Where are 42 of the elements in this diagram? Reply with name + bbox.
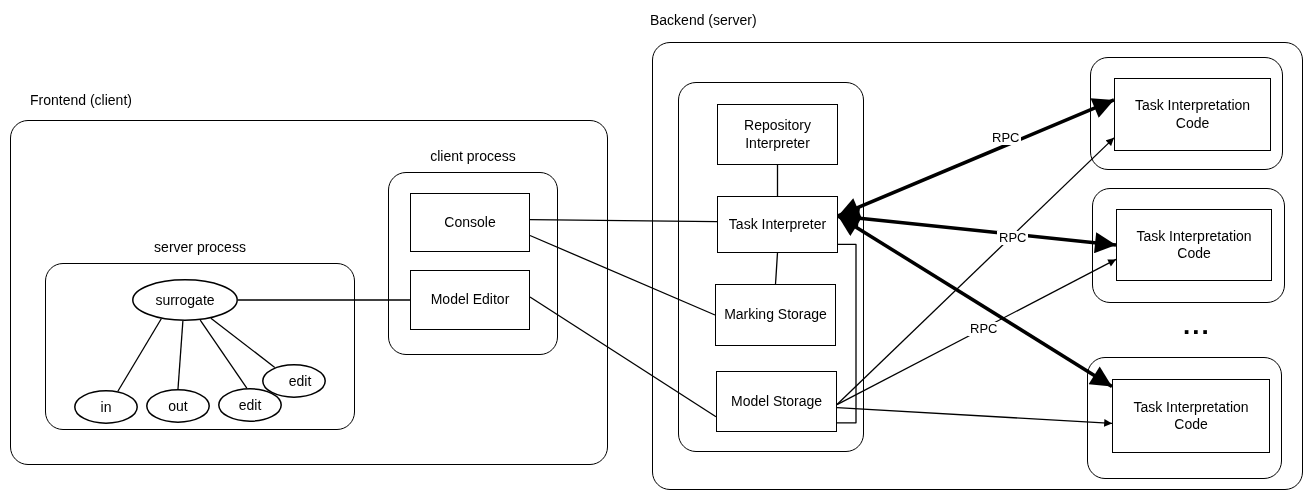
process-ellipse: edit <box>262 364 326 398</box>
process-ellipse: in <box>74 390 138 424</box>
connector-line <box>177 320 184 390</box>
process-box: Repository Interpreter <box>717 104 838 165</box>
edge-label: RPC <box>990 131 1022 146</box>
process-box: Task Interpretation Code <box>1114 78 1271 151</box>
connector-line <box>776 164 779 197</box>
process-box: Model Editor <box>410 270 530 330</box>
connector-line <box>774 252 779 285</box>
process-ellipse: out <box>146 389 210 423</box>
group-heading: Backend (server) <box>650 12 757 28</box>
connector-line <box>529 234 716 316</box>
process-box: Task Interpretation Code <box>1116 209 1272 281</box>
connector-line <box>529 218 718 223</box>
group-frame <box>1087 357 1282 479</box>
connector-line <box>237 299 411 301</box>
process-box: Task Interpreter <box>717 196 838 253</box>
group-frame <box>678 82 864 452</box>
group-heading: Frontend (client) <box>30 92 132 108</box>
process-box: Model Storage <box>716 371 837 432</box>
edge-label: RPC <box>968 322 1000 337</box>
group-frame <box>1090 57 1283 170</box>
group-heading: client process <box>430 148 516 164</box>
process-box: Marking Storage <box>715 284 836 346</box>
group-heading: server process <box>154 239 246 255</box>
arrow <box>836 258 1117 406</box>
connector-line <box>529 296 717 418</box>
connector-line <box>210 317 276 369</box>
connector-line <box>117 318 162 392</box>
arrow <box>836 406 1113 427</box>
group-frame <box>1092 188 1285 303</box>
process-ellipse: surrogate <box>132 279 238 321</box>
process-ellipse: edit <box>218 388 282 422</box>
process-box: Console <box>410 193 530 252</box>
ellipsis-text: ... <box>1183 312 1211 338</box>
double-arrow <box>837 98 1115 218</box>
connector-line <box>199 319 248 389</box>
double-arrow <box>837 214 1113 388</box>
edge-label: RPC <box>997 231 1029 246</box>
connector-line <box>836 243 857 424</box>
arrow <box>836 137 1115 406</box>
process-box: Task Interpretation Code <box>1112 379 1270 453</box>
